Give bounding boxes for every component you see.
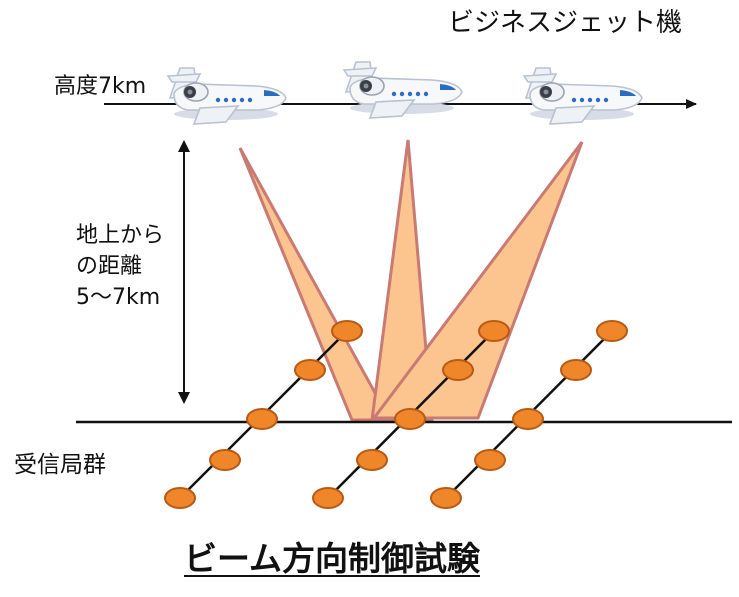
receiver-station [560, 359, 592, 381]
receiver-station [331, 320, 363, 342]
receiver-station [430, 487, 462, 509]
receiver-station [474, 449, 506, 471]
distance-label: 地上から の距離 5〜7km [76, 220, 206, 314]
distance-label-line-3: 5〜7km [76, 285, 161, 311]
altitude-label: 高度7km [54, 74, 147, 99]
receiver-station [294, 359, 326, 381]
receiver-station [394, 408, 426, 430]
aircraft-1 [167, 67, 287, 125]
distance-label-line-2: の距離 [76, 254, 143, 280]
receiver-row-3 [430, 320, 628, 509]
receiver-row-1 [164, 320, 363, 509]
receiver-station [512, 408, 544, 430]
beam-3 [370, 141, 584, 420]
receiver-station [312, 487, 344, 509]
aircraft-label: ビジネスジェット機 [448, 8, 683, 38]
receiver-station [164, 487, 196, 509]
aircraft-2 [343, 61, 463, 119]
receiver-station [209, 449, 241, 471]
receiver-station [442, 359, 474, 381]
receiver-station [356, 449, 388, 471]
distance-label-line-1: 地上から [76, 223, 165, 248]
receiver-station [478, 320, 510, 342]
aircraft-3 [523, 67, 643, 125]
receiver-station [596, 320, 628, 342]
receivers-label: 受信局群 [14, 452, 106, 478]
receiver-row-2 [312, 320, 510, 509]
diagram-caption: ビーム方向制御試験 [184, 539, 481, 578]
receiver-station [246, 408, 278, 430]
